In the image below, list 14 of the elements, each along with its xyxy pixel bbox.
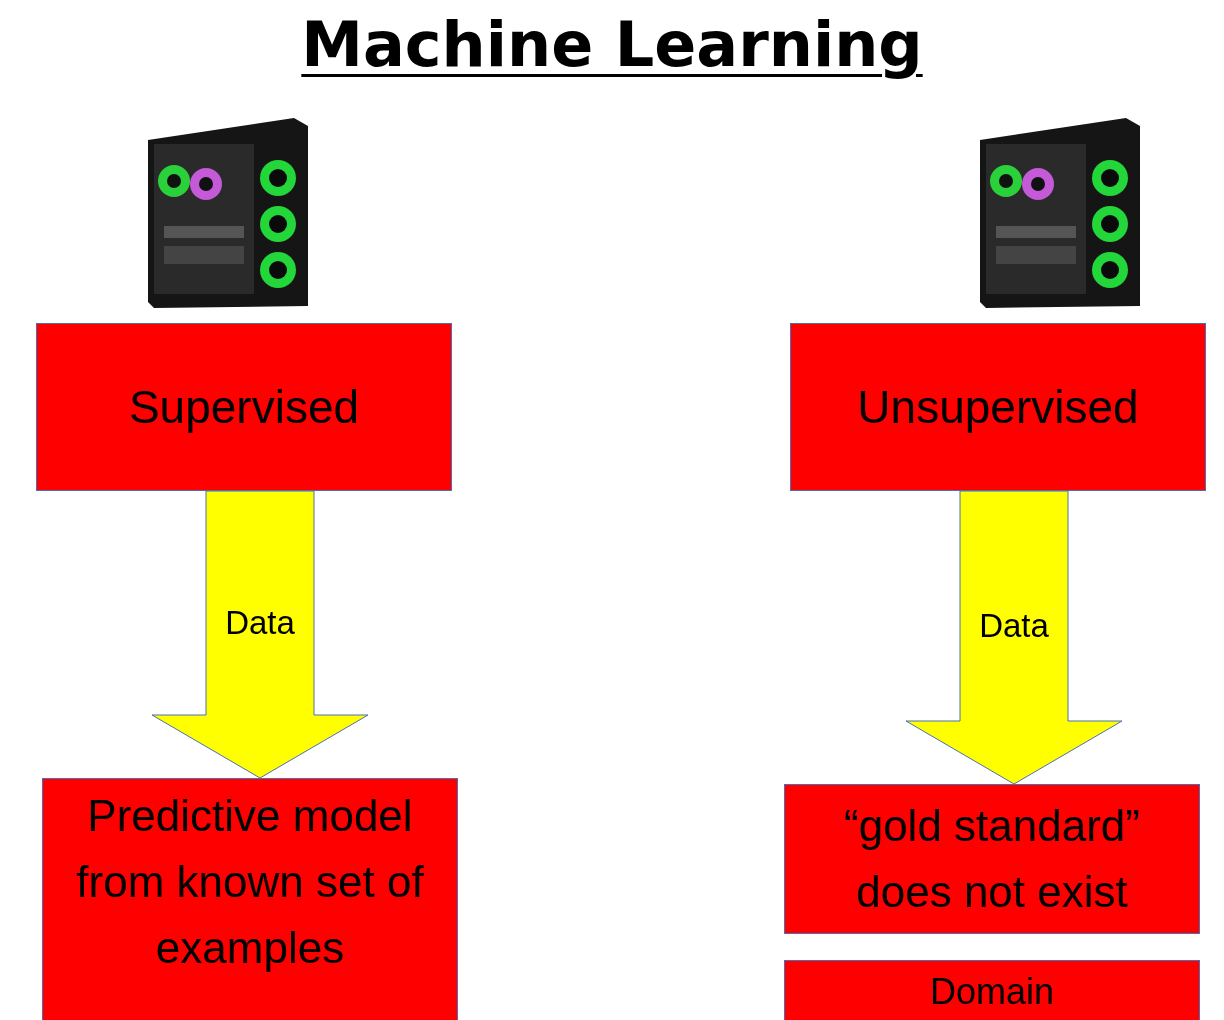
- process-box: [784, 784, 1200, 934]
- edge-label: Data: [979, 606, 1049, 645]
- box-label: Unsupervised: [857, 379, 1139, 435]
- edge-label: Data: [225, 603, 295, 642]
- process-box: [36, 323, 452, 491]
- block-arrow: [905, 490, 1123, 785]
- box-label: Domain: [929, 970, 1055, 1014]
- box-label: Predictive model from known set of examples: [75, 790, 425, 974]
- process-box: [42, 778, 458, 1020]
- box-label: Supervised: [128, 379, 360, 435]
- block-arrow: [151, 490, 369, 779]
- box-label: “gold standard” does not exist: [843, 800, 1141, 918]
- title: Machine Learning: [301, 8, 923, 81]
- process-box: [790, 323, 1206, 491]
